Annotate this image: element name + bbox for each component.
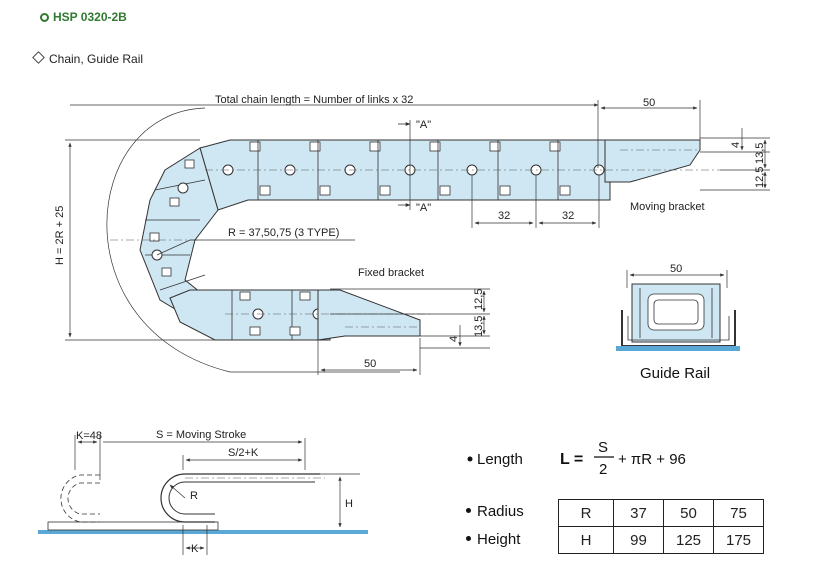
link-window <box>149 232 160 242</box>
base-plate <box>47 521 219 531</box>
table-cell: 99 <box>613 526 664 554</box>
formula-lhs: L = <box>560 451 583 468</box>
cable-cavity <box>647 293 705 331</box>
link-window <box>249 326 261 336</box>
height-formula-label: H = 2R + 25 <box>54 206 66 265</box>
fixed-bracket-label: Fixed bracket <box>358 267 424 279</box>
moving-stroke-label: S = Moving Stroke <box>156 429 246 441</box>
fixed-dim-12-5: 12,5 <box>473 289 485 310</box>
link-window <box>161 267 172 277</box>
link-window <box>319 185 331 196</box>
moved-position-loop <box>160 473 320 523</box>
length-label: Length <box>477 451 523 468</box>
link-window <box>289 326 301 336</box>
formula-denominator: 2 <box>599 461 607 478</box>
fixed-dim-13-5: 13,5 <box>473 316 485 337</box>
formula-numerator: S <box>598 439 608 456</box>
bend-radius-label: R <box>190 490 198 502</box>
bullet-icon <box>466 536 471 541</box>
height-row-label: Height <box>466 531 520 548</box>
link-window <box>439 185 451 196</box>
formula-rest: + πR + 96 <box>618 451 686 468</box>
k48-label: K=48 <box>76 430 102 442</box>
link-window <box>299 291 311 301</box>
product-code: HSP 0320-2B <box>53 10 127 24</box>
table-cell: 125 <box>663 526 714 554</box>
table-row: R 37 50 75 <box>558 499 764 527</box>
moving-bracket-shape <box>604 139 701 183</box>
pitch-dim-1: 32 <box>498 210 510 222</box>
moving-bracket-label: Moving bracket <box>630 201 705 213</box>
table-cell: 175 <box>713 526 764 554</box>
table-cell: 37 <box>613 499 664 527</box>
guide-rail-label: Guide Rail <box>640 365 710 382</box>
guide-rail-diagram: 50 Guide Rail <box>616 263 740 382</box>
table-row: H 99 125 175 <box>558 526 764 554</box>
bullet-icon <box>466 508 471 513</box>
link-window <box>559 185 571 196</box>
right-dim-4: 4 <box>730 142 742 148</box>
moving-bracket-width-dim: 50 <box>643 97 655 109</box>
link-window <box>309 141 321 152</box>
right-dim-13-5: 13,5 <box>754 143 766 164</box>
fixed-bracket-width-dim: 50 <box>364 358 376 370</box>
link-window <box>489 141 501 152</box>
link-window <box>169 197 180 207</box>
bullet-circle-icon <box>40 13 49 22</box>
right-dim-12-5: 12,5 <box>754 167 766 188</box>
ground-line <box>38 530 368 534</box>
table-cell: 50 <box>663 499 714 527</box>
section-a-bottom: "A" <box>416 202 431 214</box>
fixed-dim-4: 4 <box>448 336 460 342</box>
link-window <box>379 185 391 196</box>
fixed-bracket-shape <box>317 289 421 341</box>
link-window <box>184 159 195 169</box>
link-window <box>239 291 251 301</box>
floor-line <box>616 346 740 351</box>
height-h-label: H <box>345 498 353 510</box>
guide-rail-width-dim: 50 <box>670 263 682 275</box>
radius-types-label: R = 37,50,75 (3 TYPE) <box>228 227 339 239</box>
radius-height-table: R 37 50 75 H 99 125 175 <box>558 499 764 554</box>
table-cell: H <box>558 526 614 554</box>
section-a-top: "A" <box>416 119 431 131</box>
link-window <box>369 141 381 152</box>
link-pin <box>177 182 189 194</box>
link-window <box>249 141 261 152</box>
link-window <box>549 141 561 152</box>
link-window <box>429 141 441 152</box>
cable-chain-diagram: Total chain length = Number of links x 3… <box>54 94 770 375</box>
section-heading: Chain, Guide Rail <box>32 51 144 66</box>
length-formula: Length L = S 2 + πR + 96 <box>467 439 686 478</box>
pitch-dim-2: 32 <box>562 210 574 222</box>
k-offset-label: K <box>191 543 199 555</box>
link-window <box>499 185 511 196</box>
link-window <box>259 185 271 196</box>
lower-chain-run <box>169 289 331 341</box>
start-position-loop <box>60 474 100 523</box>
table-cell: 75 <box>713 499 764 527</box>
half-stroke-label: S/2+K <box>228 447 259 459</box>
radius-row-label: Radius <box>466 503 524 520</box>
moving-stroke-diagram: K=48 S = Moving Stroke S/2+K R H K <box>38 429 368 555</box>
upper-chain-run <box>199 139 611 211</box>
section-title: Chain, Guide Rail <box>49 52 144 66</box>
upper-run-body <box>199 139 611 211</box>
table-cell: R <box>558 499 614 527</box>
radius-leader <box>156 239 191 256</box>
product-title: HSP 0320-2B <box>40 10 127 24</box>
total-length-label: Total chain length = Number of links x 3… <box>215 94 413 106</box>
